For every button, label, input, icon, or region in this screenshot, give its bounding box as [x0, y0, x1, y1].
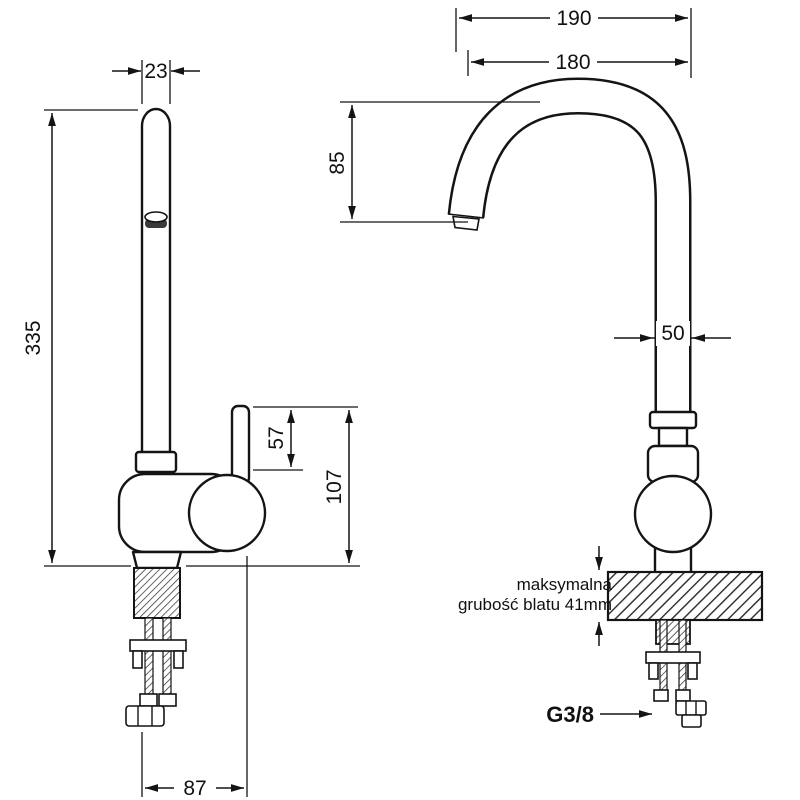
side-nut-right	[158, 693, 177, 707]
side-view-dimensions: 23 335 57 107 87	[22, 60, 360, 800]
front-view-faucet	[447, 77, 764, 728]
side-hex-fitting	[125, 705, 165, 727]
dim-spout-pipe-width-label: 23	[144, 60, 167, 83]
side-nut-left	[139, 693, 158, 707]
dim-total-height-label: 335	[22, 320, 45, 355]
side-base	[131, 550, 183, 570]
side-collar	[134, 450, 178, 474]
side-lever-handle	[230, 404, 251, 486]
gooseneck-spout-body	[450, 79, 689, 414]
dim-column-diameter-label: 50	[661, 322, 684, 345]
side-joint-circle	[187, 473, 267, 553]
side-aerator-outlet	[144, 211, 168, 223]
side-stud-right	[162, 617, 172, 699]
counter-note-line1: maksymalna	[517, 575, 613, 594]
front-view-dimensions: 190 180 85 50 maksymalna grubość blatu 4…	[326, 5, 731, 727]
front-neck	[657, 426, 689, 448]
side-threaded-stem	[133, 567, 181, 619]
side-spout-column	[140, 107, 172, 476]
dim-spout-reach-inner-label: 180	[555, 51, 590, 74]
dim-body-section-label: 107	[323, 469, 346, 504]
front-nut-left	[653, 689, 669, 702]
side-stud-left	[144, 617, 154, 699]
dim-spout-reach-outer-label: 190	[556, 7, 591, 30]
front-flange	[648, 410, 698, 430]
countertop-section	[606, 570, 764, 622]
spout-outlet-cap	[447, 213, 485, 219]
dim-thread-size-label: G3/8	[546, 702, 594, 727]
side-mounting-bracket	[129, 639, 187, 669]
side-view-faucet	[117, 107, 267, 727]
front-hose-fitting	[675, 700, 707, 728]
front-nut-right	[675, 689, 691, 702]
front-mounting-bracket	[645, 651, 701, 680]
dim-spout-height-label: 85	[326, 151, 349, 174]
spout-aerator	[452, 215, 480, 231]
front-joint-circle	[633, 474, 713, 554]
counter-note-line2: grubość blatu 41mm	[458, 595, 612, 614]
dim-base-width-label: 87	[183, 777, 206, 800]
dim-lever-section-label: 57	[265, 426, 288, 449]
